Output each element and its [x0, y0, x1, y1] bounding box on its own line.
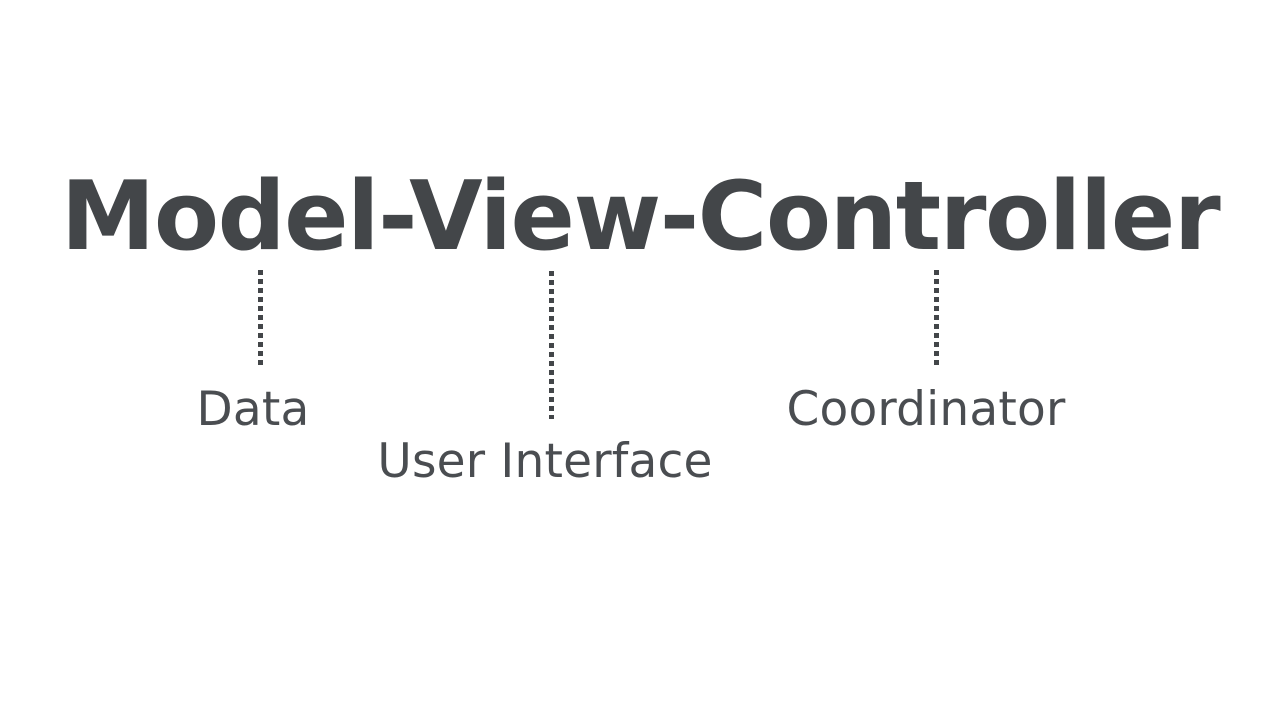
- annotation-label-model: Data: [196, 382, 310, 437]
- connector-line-controller: [934, 270, 939, 366]
- annotation-label-view: User Interface: [377, 434, 713, 489]
- annotation-label-controller: Coordinator: [786, 382, 1066, 437]
- page-title: Model-View-Controller: [60, 162, 1221, 272]
- connector-line-view: [549, 271, 554, 419]
- connector-line-model: [258, 270, 263, 366]
